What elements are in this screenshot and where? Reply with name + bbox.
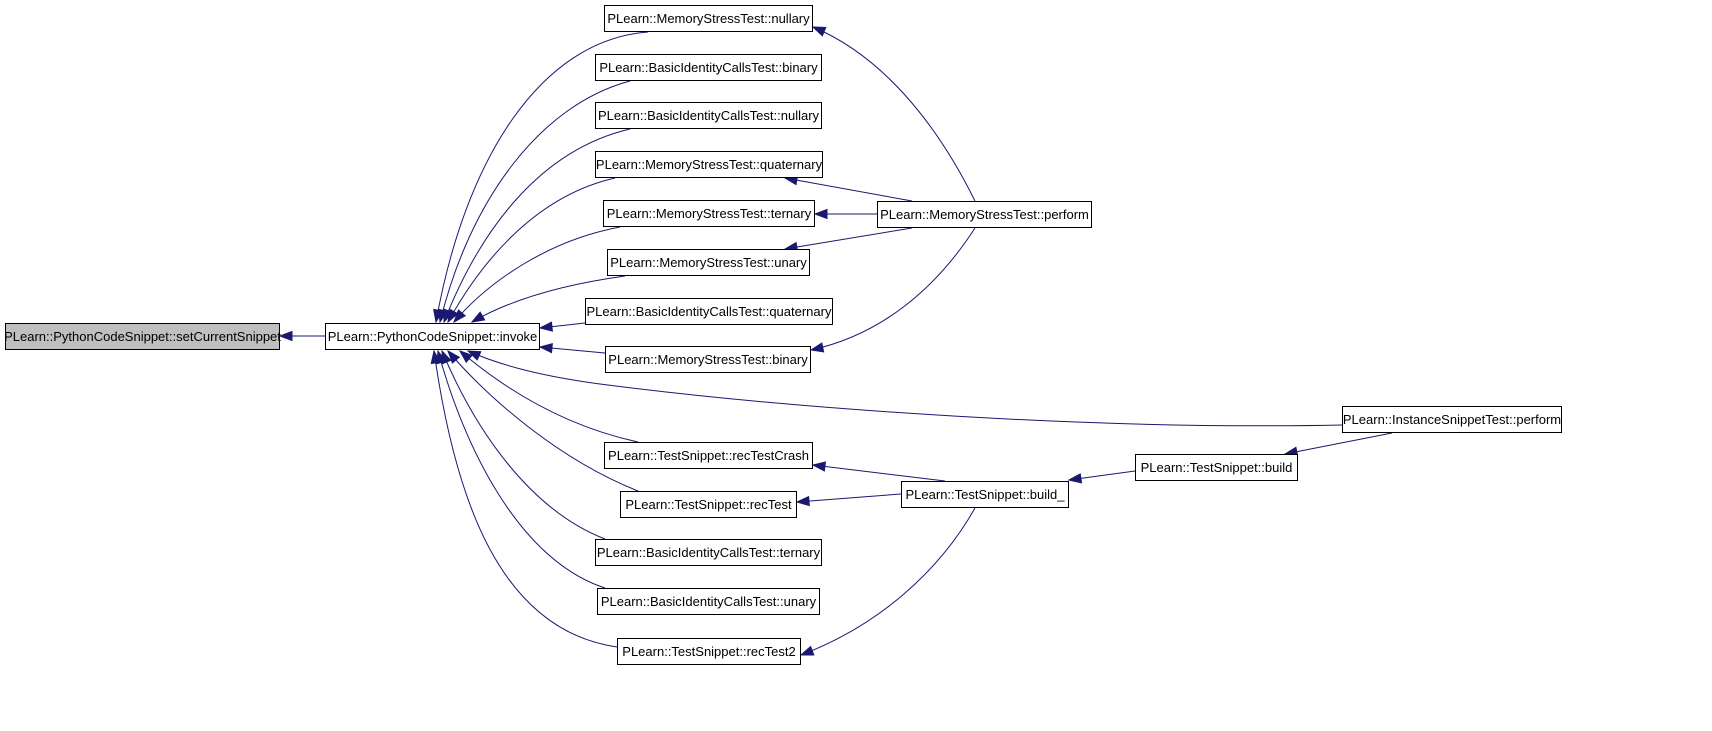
edge-ms_perform-to-ms_ternary	[813, 208, 877, 220]
edge-line	[467, 350, 1343, 427]
edge-arrowhead	[447, 349, 461, 364]
edge-arrowhead	[278, 330, 293, 342]
node-memorystress-perform[interactable]: PLearn::MemoryStressTest::perform	[877, 201, 1092, 228]
edge-ms_perform-to-ms_binary	[809, 227, 976, 353]
edge-ts_recTest2-to-invoke	[430, 349, 618, 648]
edge-arrowhead	[447, 308, 459, 324]
edge-ms_ternary-to-invoke	[453, 226, 621, 324]
edge-line	[437, 350, 606, 589]
node-testsnippet-build[interactable]: PLearn::TestSnippet::build	[1135, 454, 1298, 481]
edge-ms_perform-to-ms_nullary	[811, 26, 976, 202]
edge-arrowhead	[430, 349, 441, 365]
node-setCurrentSnippet[interactable]: PLearn::PythonCodeSnippet::setCurrentSni…	[4, 323, 281, 350]
edge-arrowhead	[809, 342, 825, 353]
node-memorystress-unary[interactable]: PLearn::MemoryStressTest::unary	[607, 249, 810, 276]
node-memorystress-quaternary[interactable]: PLearn::MemoryStressTest::quaternary	[595, 151, 823, 178]
edge-arrowhead	[811, 26, 827, 37]
edge-ms_perform-to-ms_unary	[783, 227, 913, 253]
edge-ms_unary-to-invoke	[470, 275, 626, 323]
edge-line	[812, 464, 946, 482]
edge-arrowhead	[795, 495, 810, 507]
edge-arrowhead	[1067, 473, 1083, 484]
edge-line	[810, 227, 976, 351]
node-testsnippet-rectestcrash[interactable]: PLearn::TestSnippet::recTestCrash	[604, 442, 813, 469]
edge-ts_build-to-ts_build_	[1067, 470, 1136, 484]
edge-bic_unary-to-invoke	[436, 349, 606, 589]
node-basicidentity-nullary[interactable]: PLearn::BasicIdentityCallsTest::nullary	[595, 102, 822, 129]
edge-line	[471, 275, 626, 323]
edge-bic_ternary-to-invoke	[441, 349, 606, 540]
edge-line	[447, 350, 639, 492]
edge-arrowhead	[458, 350, 473, 364]
node-memorystress-binary[interactable]: PLearn::MemoryStressTest::binary	[605, 346, 811, 373]
edge-line	[812, 26, 976, 202]
edge-line	[784, 227, 913, 250]
edge-ms_binary-to-invoke	[538, 342, 606, 354]
edge-arrowhead	[813, 208, 828, 220]
edge-line	[1284, 432, 1393, 455]
edge-invoke-to-setCurrentSnippet	[278, 330, 325, 342]
edge-arrowhead	[453, 309, 467, 324]
edge-arrowhead	[470, 311, 486, 323]
edge-line	[433, 350, 618, 648]
edge-line	[453, 226, 621, 323]
edge-arrowhead	[538, 342, 553, 354]
node-basicidentity-binary[interactable]: PLearn::BasicIdentityCallsTest::binary	[595, 54, 822, 81]
node-memorystress-ternary[interactable]: PLearn::MemoryStressTest::ternary	[603, 200, 815, 227]
node-testsnippet-rectest[interactable]: PLearn::TestSnippet::recTest	[620, 491, 797, 518]
node-basicidentity-unary[interactable]: PLearn::BasicIdentityCallsTest::unary	[597, 588, 820, 615]
node-memorystress-nullary[interactable]: PLearn::MemoryStressTest::nullary	[604, 5, 813, 32]
node-testsnippet-rectest2[interactable]: PLearn::TestSnippet::recTest2	[617, 638, 801, 665]
edge-line	[796, 493, 902, 503]
edge-ts_build_-to-ts_recTest2	[799, 507, 976, 656]
edge-ts_recTest-to-invoke	[447, 349, 639, 492]
edge-line	[441, 350, 606, 540]
node-basicidentity-quaternary[interactable]: PLearn::BasicIdentityCallsTest::quaterna…	[585, 298, 833, 325]
edge-ts_build_-to-ts_recTest	[795, 493, 902, 507]
edge-line	[435, 31, 649, 323]
edge-line	[459, 350, 639, 443]
node-instancesnippet-perform[interactable]: PLearn::InstanceSnippetTest::perform	[1342, 406, 1562, 433]
edge-ts_build_-to-ts_recTestCrash	[811, 461, 946, 482]
edge-ts_recTestCrash-to-invoke	[458, 350, 639, 443]
edge-ms_quaternary-to-invoke	[447, 177, 616, 324]
edge-ist_perform-to-ts_build	[1283, 432, 1393, 457]
edge-line	[800, 507, 976, 656]
edge-ist_perform-to-invoke	[466, 350, 1343, 427]
edge-arrowhead	[811, 461, 827, 472]
edge-arrowhead	[799, 645, 815, 656]
node-invoke[interactable]: PLearn::PythonCodeSnippet::invoke	[325, 323, 540, 350]
node-basicidentity-ternary[interactable]: PLearn::BasicIdentityCallsTest::ternary	[595, 539, 822, 566]
edge-line	[439, 80, 631, 323]
edge-bic_quaternary-to-invoke	[538, 321, 586, 332]
edge-line	[784, 177, 913, 202]
edge-line	[447, 177, 616, 323]
edge-arrowhead	[538, 321, 554, 332]
edge-ms_perform-to-ms_quaternary	[783, 175, 913, 202]
edge-line	[443, 128, 631, 323]
node-testsnippet-build-underscore[interactable]: PLearn::TestSnippet::build_	[901, 481, 1069, 508]
